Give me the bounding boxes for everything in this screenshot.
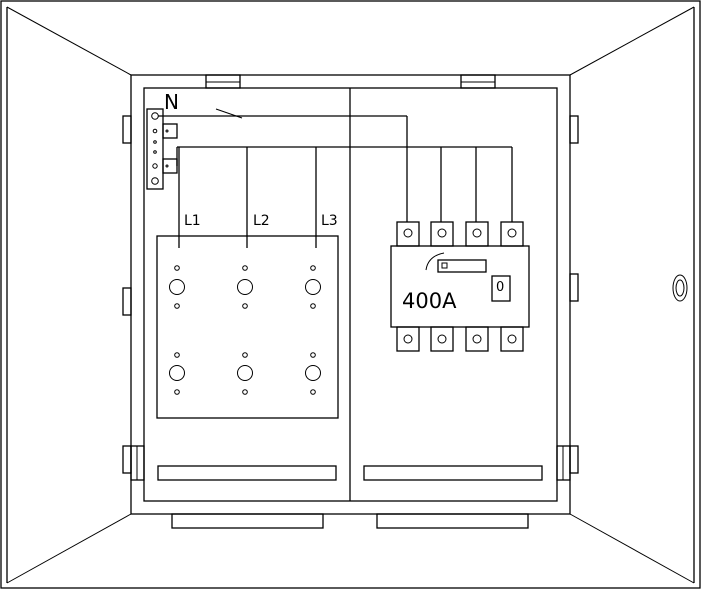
left-door [6, 6, 132, 584]
neutral-label: N [164, 90, 179, 114]
breaker-indicator-label: 0 [496, 280, 505, 295]
bottom-gland-right [376, 513, 529, 529]
vent-slot-right [363, 465, 543, 481]
top-hinge-left [205, 74, 241, 89]
left-hinge-1 [122, 115, 132, 144]
phase-l2-label: L2 [253, 213, 270, 229]
neutral-wire [158, 108, 408, 222]
bottom-gland-left [171, 513, 324, 529]
door-lock-icon [672, 274, 688, 302]
left-hinge-3 [122, 445, 145, 481]
left-hinge-2 [122, 287, 132, 316]
right-door [569, 6, 695, 584]
neutral-bar [146, 108, 178, 190]
main-breaker [390, 221, 530, 352]
vent-slot-left [157, 465, 337, 481]
right-hinge-2 [569, 273, 579, 302]
right-hinge-1 [569, 115, 579, 144]
phase-bus-wire [176, 146, 513, 248]
phase-l3-label: L3 [321, 213, 338, 229]
phase-l1-label: L1 [184, 213, 201, 229]
right-hinge-3 [556, 445, 579, 481]
phase-panel [156, 235, 339, 419]
breaker-rating-label: 400A [402, 289, 457, 313]
top-hinge-right [460, 74, 496, 89]
